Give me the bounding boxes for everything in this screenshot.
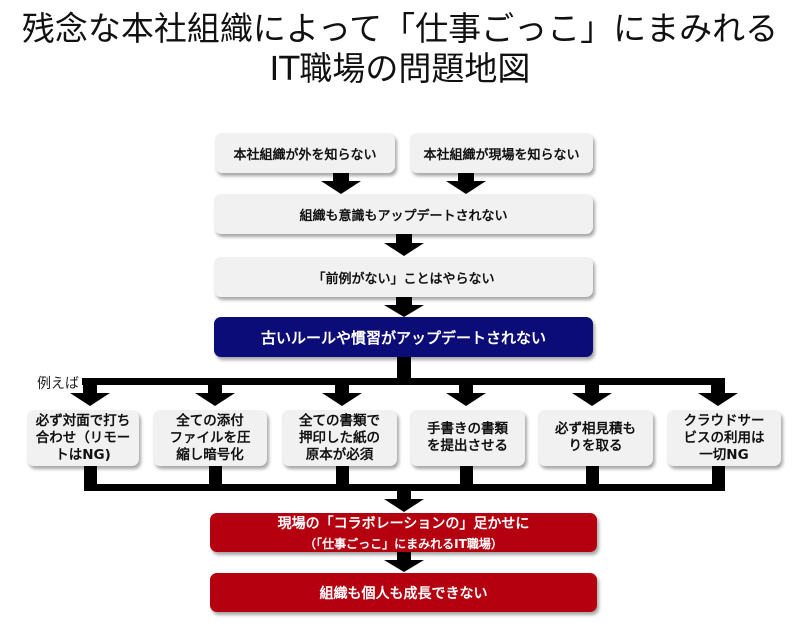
examples-label: 例えば xyxy=(34,373,82,393)
arrow-shaft xyxy=(397,552,411,560)
arrow-shaft xyxy=(585,385,599,393)
arrow-down-icon xyxy=(698,393,738,406)
arrow-down-icon xyxy=(446,181,486,194)
example-line: 全ての書類で xyxy=(299,412,380,429)
example-box-quotes: 必ず相見積もりを取る xyxy=(538,410,653,466)
arrow-down-icon xyxy=(446,393,486,406)
example-line: りを取る xyxy=(568,438,623,454)
no-precedent-text: 「前例がない」ことはやらない xyxy=(312,271,495,287)
arrow-down-icon xyxy=(321,181,361,194)
arrow-down-icon xyxy=(384,560,424,572)
arrow-down-icon xyxy=(384,499,424,512)
arrow-shaft xyxy=(397,491,411,499)
example-line: を提出させる xyxy=(427,438,508,454)
result-box: 現場の「コラボレーションの」足かせに （「仕事ごっこ」にまみれるIT職場） xyxy=(210,513,597,552)
arrow-shaft xyxy=(711,378,725,393)
example-box-cloud-ng: クラウドサービスの利用は一切NG xyxy=(667,410,781,466)
arrow-shaft xyxy=(396,234,412,243)
arrow-down-icon xyxy=(572,393,612,406)
final-text: 組織も個人も成長できない xyxy=(319,585,488,602)
arrow-shaft xyxy=(333,173,349,181)
arrow-down-icon xyxy=(70,393,110,406)
example-box-handwritten: 手書きの書類を提出させる xyxy=(410,410,525,466)
arrow-down-icon xyxy=(384,243,424,256)
cause-box-field: 本社組織が現場を知らない xyxy=(410,133,593,173)
arrow-shaft xyxy=(396,297,412,305)
branch-bar xyxy=(82,378,725,385)
example-line: 一切NG xyxy=(699,446,749,463)
arrow-down-icon xyxy=(384,305,424,317)
final-box: 組織も個人も成長できない xyxy=(210,573,597,612)
example-line: 必ず相見積も xyxy=(555,421,636,437)
example-line: ファイルを圧 xyxy=(169,429,251,446)
example-line: 原本が必須 xyxy=(305,446,374,463)
arrow-shaft xyxy=(83,385,97,393)
example-line: トはNG) xyxy=(55,446,111,463)
no-update-box: 組織も意識もアップデートされない xyxy=(214,194,593,234)
example-line: 必ず対面で打ち xyxy=(35,412,131,429)
arrow-shaft xyxy=(458,173,474,181)
example-line: 縮し暗号化 xyxy=(176,446,244,463)
title-line-2: IT職場の問題地図 xyxy=(269,49,531,88)
title-line-1: 残念な本社組織によって「仕事ごっこ」にまみれる xyxy=(21,9,779,48)
cause-text: 本社組織が現場を知らない xyxy=(423,147,580,163)
arrow-down-icon xyxy=(322,393,362,406)
no-precedent-box: 「前例がない」ことはやらない xyxy=(214,257,593,297)
example-line: 合わせ（リモー xyxy=(35,429,131,446)
example-box-paper-stamp: 全ての書類で押印した紙の原本が必須 xyxy=(282,410,397,466)
arrow-down-icon xyxy=(195,393,235,406)
example-line: ビスの利用は xyxy=(683,429,765,446)
example-box-zip-encrypt: 全ての添付ファイルを圧縮し暗号化 xyxy=(153,410,267,466)
example-line: 全ての添付 xyxy=(176,412,244,429)
example-line: 手書きの書類 xyxy=(427,421,508,437)
example-line: 押印した紙の xyxy=(299,429,380,446)
arrow-shaft xyxy=(459,385,473,393)
result-main-text: 現場の「コラボレーションの」足かせに xyxy=(277,516,530,532)
arrow-shaft xyxy=(208,385,222,393)
core-problem-box: 古いルールや慣習がアップデートされない xyxy=(214,317,593,357)
arrow-shaft xyxy=(335,385,349,393)
core-problem-text: 古いルールや慣習がアップデートされない xyxy=(260,328,546,347)
example-line: クラウドサー xyxy=(683,412,765,429)
cause-box-outside: 本社組織が外を知らない xyxy=(215,133,395,173)
cause-text: 本社組織が外を知らない xyxy=(233,147,377,163)
example-box-face-to-face: 必ず対面で打ち合わせ（リモートはNG) xyxy=(27,410,139,466)
no-update-text: 組織も意識もアップデートされない xyxy=(299,208,508,224)
merge-bar xyxy=(84,484,725,491)
result-sub-text: （「仕事ごっこ」にまみれるIT職場） xyxy=(304,537,503,551)
